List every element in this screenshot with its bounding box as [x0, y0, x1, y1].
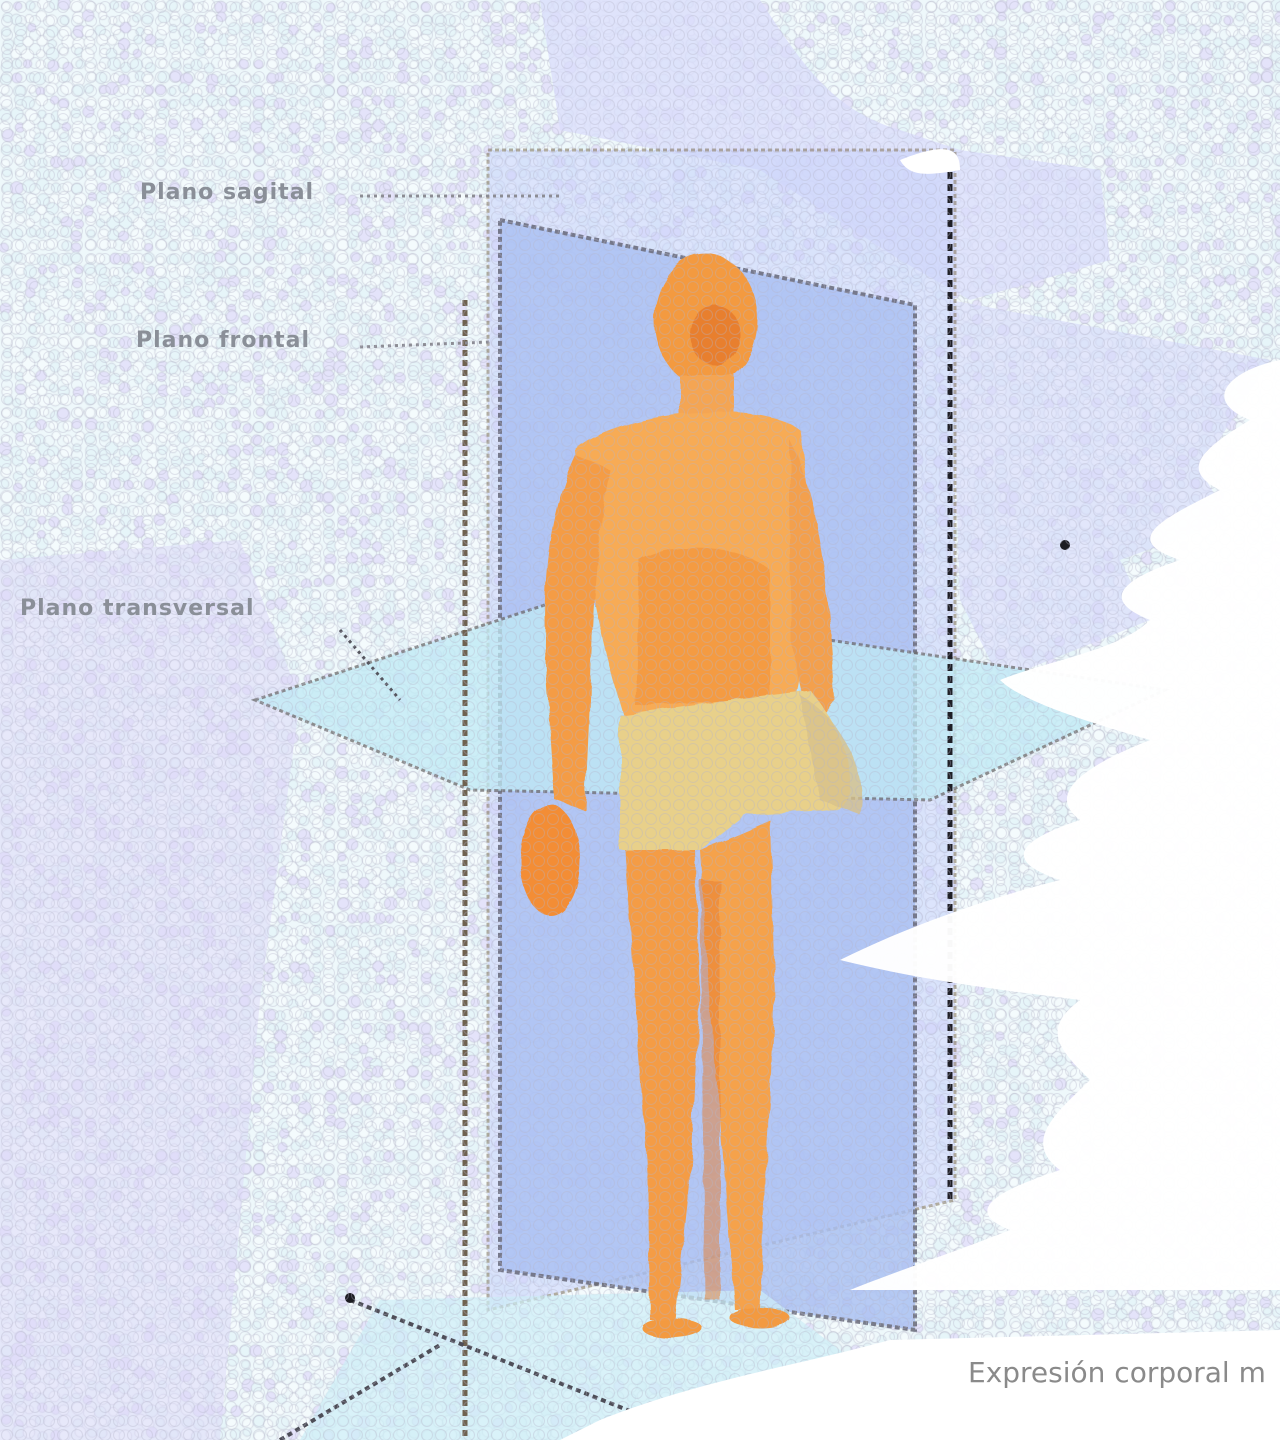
- transverse-plane-label: Plano transversal: [20, 596, 255, 621]
- caption-text: Expresión corporal m: [968, 1356, 1266, 1389]
- frontal-plane-label: Plano frontal: [136, 328, 310, 353]
- sagittal-plane-label: Plano sagital: [140, 180, 314, 205]
